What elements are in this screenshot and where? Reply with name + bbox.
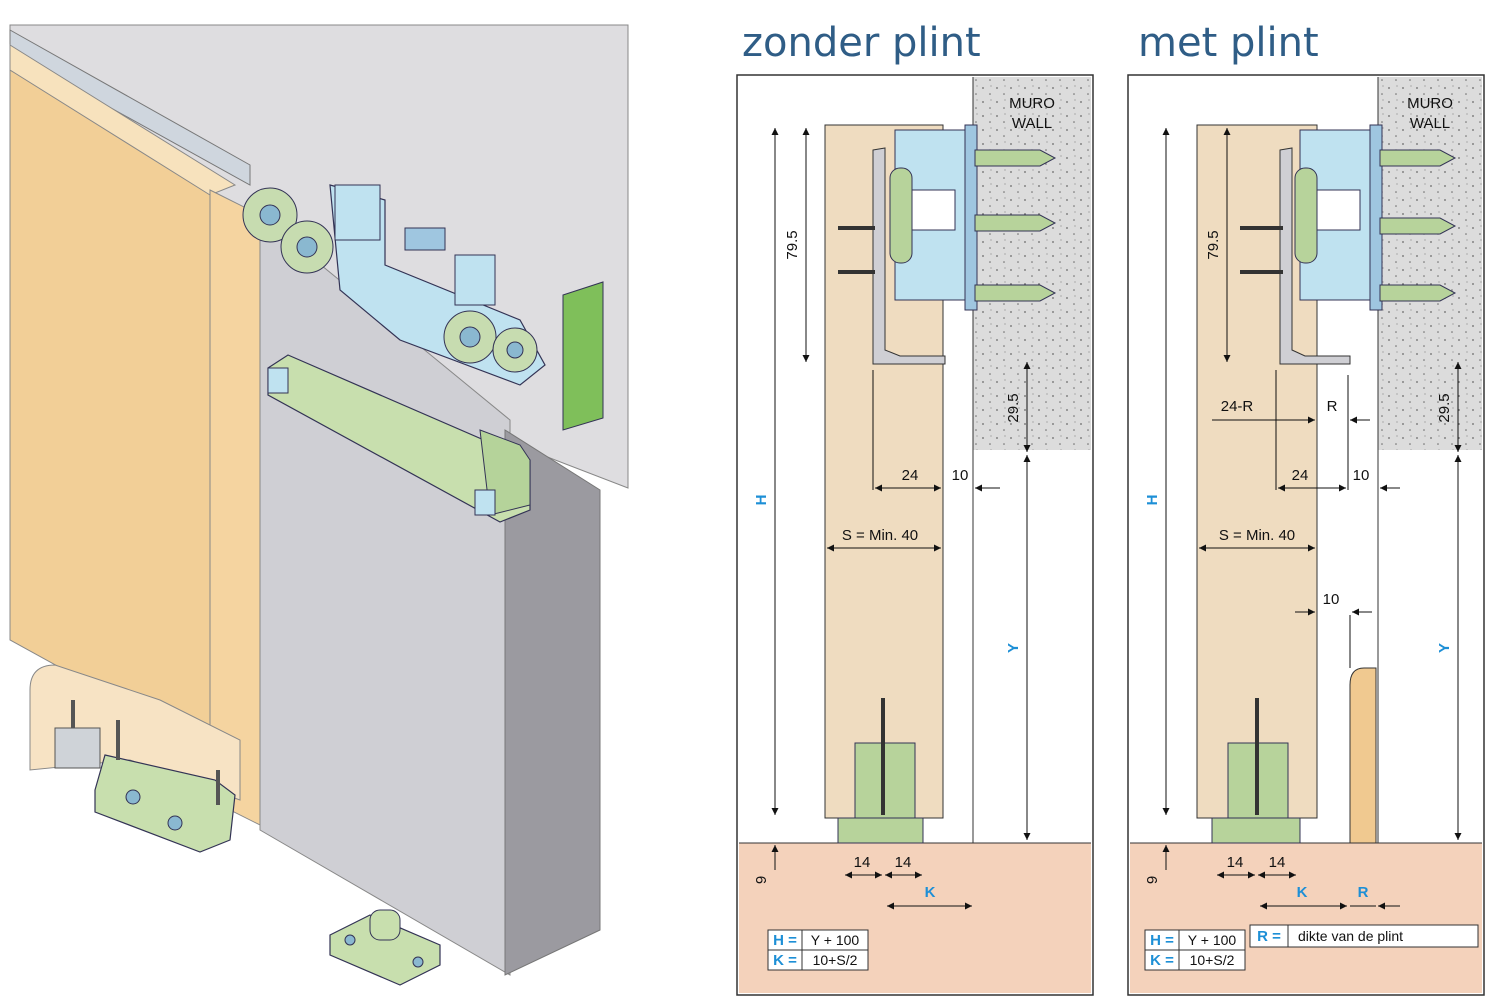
legend-key: R = bbox=[1257, 928, 1281, 945]
dim-k: K bbox=[925, 884, 936, 901]
dim-h: H bbox=[753, 495, 770, 506]
table-key-k: K = bbox=[773, 952, 797, 969]
dim-14-right: 14 bbox=[1269, 854, 1286, 871]
dim-s-min: S = Min. 40 bbox=[1219, 527, 1295, 544]
door-screws bbox=[1240, 226, 1283, 274]
isometric-illustration bbox=[9, 24, 629, 986]
door-screws bbox=[838, 226, 875, 274]
dim-10: 10 bbox=[952, 467, 969, 484]
rail-profile bbox=[1279, 124, 1383, 365]
bottom-guide bbox=[54, 700, 236, 853]
dim-14-right: 14 bbox=[895, 854, 912, 871]
legend-value: dikte van de plint bbox=[1298, 928, 1403, 944]
dim-10-middle: 10 bbox=[1323, 591, 1340, 608]
dim-9: 9 bbox=[1144, 876, 1161, 884]
dim-s-min: S = Min. 40 bbox=[842, 527, 918, 544]
dim-r-top: R bbox=[1327, 398, 1338, 415]
table-value-k: 10+S/2 bbox=[813, 952, 858, 968]
dim-79-5: 79.5 bbox=[784, 230, 801, 259]
table-key-h: H = bbox=[1150, 932, 1174, 949]
dim-y: Y bbox=[1005, 643, 1022, 653]
bottom-guide-section bbox=[837, 698, 924, 844]
panel-title: met plint bbox=[1138, 20, 1319, 66]
table-value-h: Y + 100 bbox=[1188, 932, 1237, 948]
dim-9: 9 bbox=[753, 876, 770, 884]
dim-10-top: 10 bbox=[1353, 467, 1370, 484]
wall-label-wall: WALL bbox=[1012, 115, 1052, 132]
panel-title: zonder plint bbox=[742, 20, 981, 66]
end-cap bbox=[562, 281, 604, 431]
dim-79-5: 79.5 bbox=[1205, 230, 1222, 259]
table-key-h: H = bbox=[773, 932, 797, 949]
dim-14-left: 14 bbox=[854, 854, 871, 871]
dim-k: K bbox=[1297, 884, 1308, 901]
dim-29-5: 29.5 bbox=[1005, 393, 1022, 422]
table-value-h: Y + 100 bbox=[811, 932, 860, 948]
dim-r-bottom: R bbox=[1358, 884, 1369, 901]
formula-table: H = Y + 100 K = 10+S/2 bbox=[1144, 929, 1246, 971]
bottom-guide-section bbox=[1211, 698, 1301, 844]
dim-h: H bbox=[1144, 495, 1161, 506]
roller-carriage bbox=[242, 184, 546, 386]
dim-24-r: 24-R bbox=[1221, 398, 1254, 415]
formula-table: H = Y + 100 K = 10+S/2 bbox=[767, 929, 869, 971]
skirting-board bbox=[1349, 667, 1377, 844]
legend-r: R = dikte van de plint bbox=[1249, 924, 1479, 948]
soft-close-unit bbox=[267, 354, 531, 523]
door-edge bbox=[504, 429, 601, 976]
wall-label-wall: WALL bbox=[1410, 115, 1450, 132]
dim-y: Y bbox=[1436, 643, 1453, 653]
wall-screws bbox=[1379, 149, 1457, 302]
panel-met-plint: met plint MURO WALL bbox=[1127, 20, 1485, 996]
wall-screws bbox=[974, 149, 1057, 302]
dim-29-5: 29.5 bbox=[1436, 393, 1453, 422]
floor-guide bbox=[329, 909, 441, 986]
floor-cutout bbox=[29, 664, 241, 801]
rail-profile bbox=[872, 124, 978, 365]
dim-14-left: 14 bbox=[1227, 854, 1244, 871]
dim-24: 24 bbox=[902, 467, 919, 484]
table-value-k: 10+S/2 bbox=[1190, 952, 1235, 968]
panel-zonder-plint: zonder plint MURO WALL bbox=[736, 20, 1094, 996]
table-key-k: K = bbox=[1150, 952, 1174, 969]
wall bbox=[973, 77, 1091, 450]
dim-24: 24 bbox=[1292, 467, 1309, 484]
wall-label-muro: MURO bbox=[1009, 95, 1055, 112]
wall bbox=[1378, 77, 1482, 450]
wall-label-muro: MURO bbox=[1407, 95, 1453, 112]
